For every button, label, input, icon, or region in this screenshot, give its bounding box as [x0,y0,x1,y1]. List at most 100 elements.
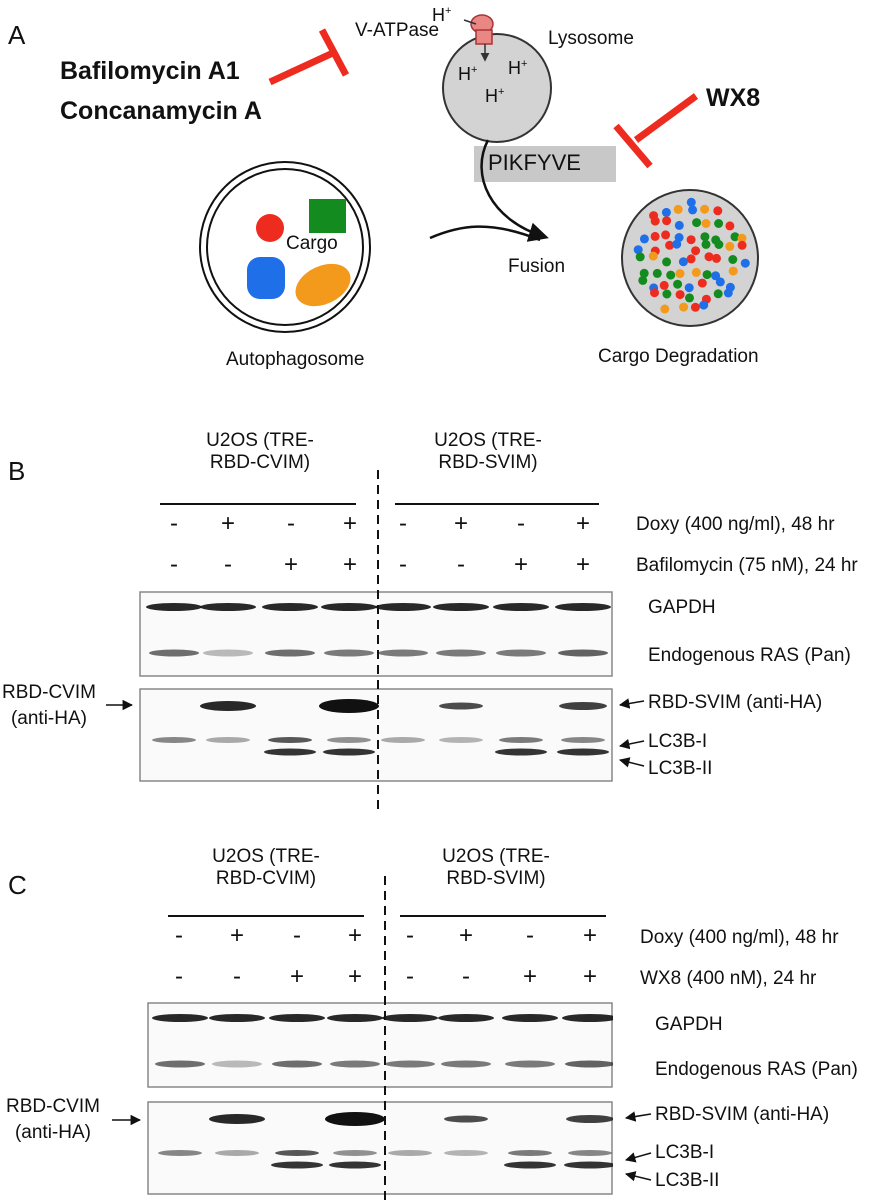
panel-letter-b: B [8,456,26,486]
b-bottom-ha-band-4 [319,699,379,713]
lc3b-i-label-c: LC3B-I [655,1142,715,1163]
c-treat-sign-3: + [289,963,304,990]
cargo-dot-35 [678,257,688,267]
b-top-ras-band-3 [265,649,315,657]
cargo-dot-6 [713,206,723,216]
ras-label-c: Endogenous RAS (Pan) [655,1059,858,1080]
b-top-gapdh-band-3 [262,603,318,611]
b-top-gapdh-band-5 [375,603,431,611]
b-treat-sign-5: - [399,551,407,578]
cargo-dot-34 [662,257,672,267]
c-doxy-sign-4: + [347,922,362,949]
cargo-dot-10 [692,218,702,228]
c-bottom-lc3b-i-band-3 [275,1150,319,1156]
c-bottom-lc3b-i-band-2 [215,1150,259,1156]
cargo-dot-30 [725,241,735,251]
b-doxy-sign-4: + [342,510,357,537]
proton-entry-line [463,19,477,25]
cargo-dot-7 [650,216,660,226]
cargo-green-square [309,199,346,233]
c-bottom-lc3b-i-band-1 [158,1150,202,1156]
cargo-dot-36 [686,254,696,264]
autophagosome-label: Autophagosome [226,349,365,370]
b-doxy-sign-2: + [220,510,235,537]
c-bottom-lc3b-i-band-6 [444,1150,488,1156]
cargo-dot-18 [686,235,696,245]
cargo-dot-13 [725,221,735,231]
cargo-dot-41 [639,268,649,278]
c-top-gapdh-band-3 [269,1014,325,1022]
cargo-orange-ellipse [295,263,351,307]
cargo-dot-65 [679,302,689,312]
b-doxy-sign-8: + [575,510,590,537]
c-bottom-lc3b-i-band-7 [508,1150,552,1156]
c-bottom-lc3b-i-band-5 [388,1150,432,1156]
cargo-dot-2 [661,207,671,217]
c-doxy-sign-7: - [526,922,534,949]
c-treat-sign-7: + [522,963,537,990]
cargo-dot-47 [711,271,721,281]
blot-ha-lc3b-c [147,1101,613,1195]
group2-underline-c [400,915,606,917]
b-bottom-lc3b-i-band-1 [152,737,196,743]
c-bottom-lc3b-i-band-4 [333,1150,377,1156]
cargo-blue-shape [247,257,285,299]
b-top-ras-band-4 [324,649,374,657]
gapdh-label: GAPDH [648,597,716,618]
c-top-gapdh-band-4 [327,1014,383,1022]
lysosome-fusion-arrow [480,139,549,242]
cargo-dot-52 [673,279,683,289]
c-treat-sign-1: - [175,963,183,990]
cargo-dot-19 [700,232,710,242]
group1-underline-c [168,915,364,917]
b-bottom-lc3b-ii-band-8 [557,748,609,756]
b-top-gapdh-band-1 [146,603,202,611]
cargo-dot-22 [737,233,747,243]
b-doxy-sign-1: - [170,510,178,537]
cargo-dot-12 [714,219,724,228]
b-top-gapdh-band-6 [433,603,489,611]
rbd-svim-label: RBD-SVIM (anti-HA) [648,692,823,713]
b-bottom-lc3b-i-band-8 [561,737,605,743]
c-bottom-ha-band-2 [209,1114,265,1124]
proton-inside-3: H+ [485,86,505,106]
b-doxy-sign-3: - [287,510,295,537]
cargo-red-circle [256,214,284,242]
cargo-dot-59 [675,290,685,300]
c-top-gapdh-band-2 [209,1014,265,1022]
group1-underline [160,503,356,505]
b-bottom-ha-band-2 [200,701,256,711]
concanamycin-label: Concanamycin A [60,97,262,125]
proton-inside-1: H+ [458,64,478,84]
cargo-dot-31 [737,240,747,250]
panel-letter-a: A [8,20,26,50]
b-treat-sign-2: - [224,551,232,578]
c-treat-sign-6: - [462,963,470,990]
cargo-dot-32 [635,252,645,262]
b-treat-sign-4: + [342,551,357,578]
c-bottom-ha-band-4 [325,1112,385,1126]
lc3b-ii-arrow-c [624,1171,652,1182]
b-bottom-lc3b-ii-band-7 [495,748,547,756]
blot-gapdh-ras-c [147,1002,613,1088]
c-bottom-lc3b-ii-band-3 [271,1161,323,1169]
wx8-treatment-label: WX8 (400 nM), 24 hr [640,968,817,989]
cargo-dot-29 [714,240,724,249]
b-doxy-sign-6: + [453,510,468,537]
cargo-dot-21 [730,232,740,242]
pikfyve-label: PIKFYVE [488,150,581,175]
group2-title: U2OS (TRE-RBD-SVIM) [434,430,542,473]
cargo-dot-54 [697,278,707,288]
c-top-gapdh-band-8 [562,1014,613,1022]
lc3b-ii-label: LC3B-II [648,758,713,779]
cargo-dot-51 [659,280,669,290]
lc3b-i-arrow-c [624,1152,652,1163]
b-doxy-sign-7: - [517,510,525,537]
rbd-svim-arrow-c [624,1111,652,1122]
b-bottom-lc3b-i-band-3 [268,737,312,743]
c-bottom-lc3b-ii-band-7 [504,1161,556,1169]
cargo-dot-3 [673,204,683,214]
b-treat-sign-6: - [457,551,465,578]
cargo-dot-37 [704,252,714,262]
cargo-dot-28 [701,239,711,249]
